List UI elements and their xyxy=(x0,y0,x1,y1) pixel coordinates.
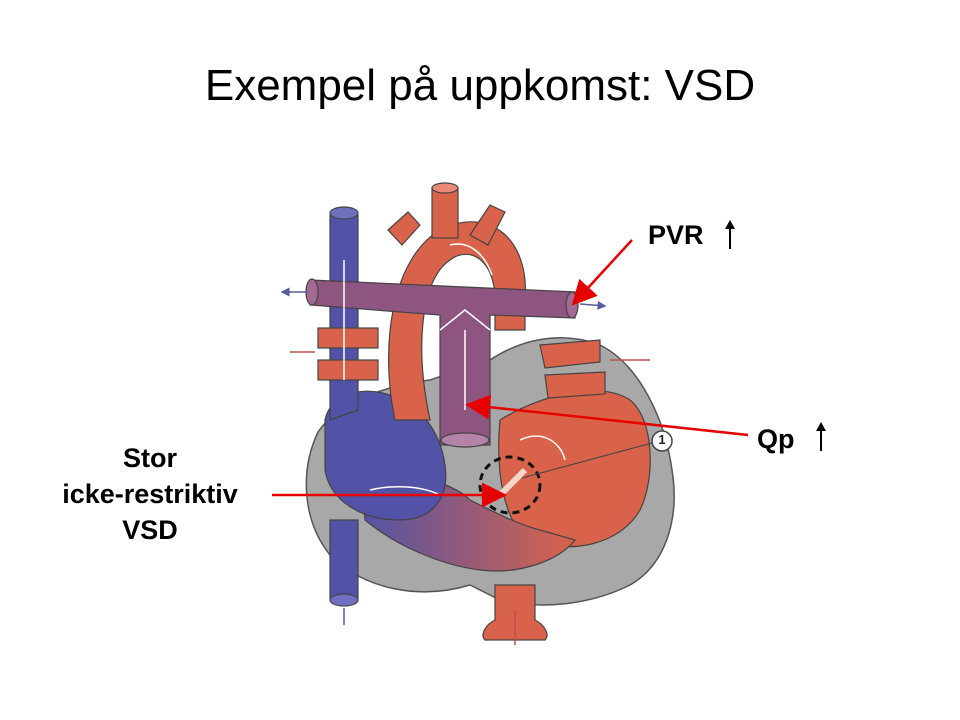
inferior-vena-cava-opening xyxy=(329,593,359,607)
left-ventricle xyxy=(498,390,651,548)
pvr-text: PVR xyxy=(648,220,704,250)
marker-1-number: 1 xyxy=(658,432,666,447)
pulmonary-vein-right-1 xyxy=(539,339,601,369)
aortic-branch-1-opening xyxy=(431,182,459,194)
qp-increase-icon xyxy=(816,422,826,451)
vsd-label-line-2: icke-restriktiv xyxy=(62,479,238,509)
pvr-increase-icon xyxy=(725,220,735,249)
pulmonary-artery-right-end xyxy=(565,291,579,319)
vsd-label: Stor icke-restriktiv VSD xyxy=(30,440,270,548)
pvr-annotation-arrow xyxy=(571,239,633,306)
qp-annotation-arrow xyxy=(465,394,749,437)
vsd-label-line-3: VSD xyxy=(122,515,178,545)
aortic-branch-1 xyxy=(431,187,459,239)
internal-flow-3 xyxy=(449,243,493,276)
inferior-vena-cava xyxy=(329,519,359,601)
slide-title: Exempel på uppkomst: VSD xyxy=(204,61,756,110)
qp-text: Qp xyxy=(757,424,795,454)
aortic-branch-2 xyxy=(469,204,506,246)
marker-1-leader xyxy=(521,442,653,479)
vsd-label-line-1: Stor xyxy=(123,443,177,473)
pulmonary-vein-right-2 xyxy=(544,371,606,399)
aortic-branch-3 xyxy=(387,211,421,246)
internal-flow-2 xyxy=(439,309,491,410)
pulmonary-valve-opening xyxy=(440,432,490,448)
superior-vena-cava-opening xyxy=(329,206,359,220)
vsd-defect-circle xyxy=(478,455,542,515)
internal-flow-4 xyxy=(369,485,441,496)
internal-flow-5 xyxy=(519,435,566,461)
pvr-label: PVR xyxy=(648,219,704,251)
flow-arrow-right-pa xyxy=(579,300,607,310)
pulmonary-vein-left-1 xyxy=(317,327,379,349)
qp-label: Qp xyxy=(757,423,795,455)
marker-1-circle xyxy=(651,430,673,452)
pulmonary-vein-left-2 xyxy=(317,359,379,381)
